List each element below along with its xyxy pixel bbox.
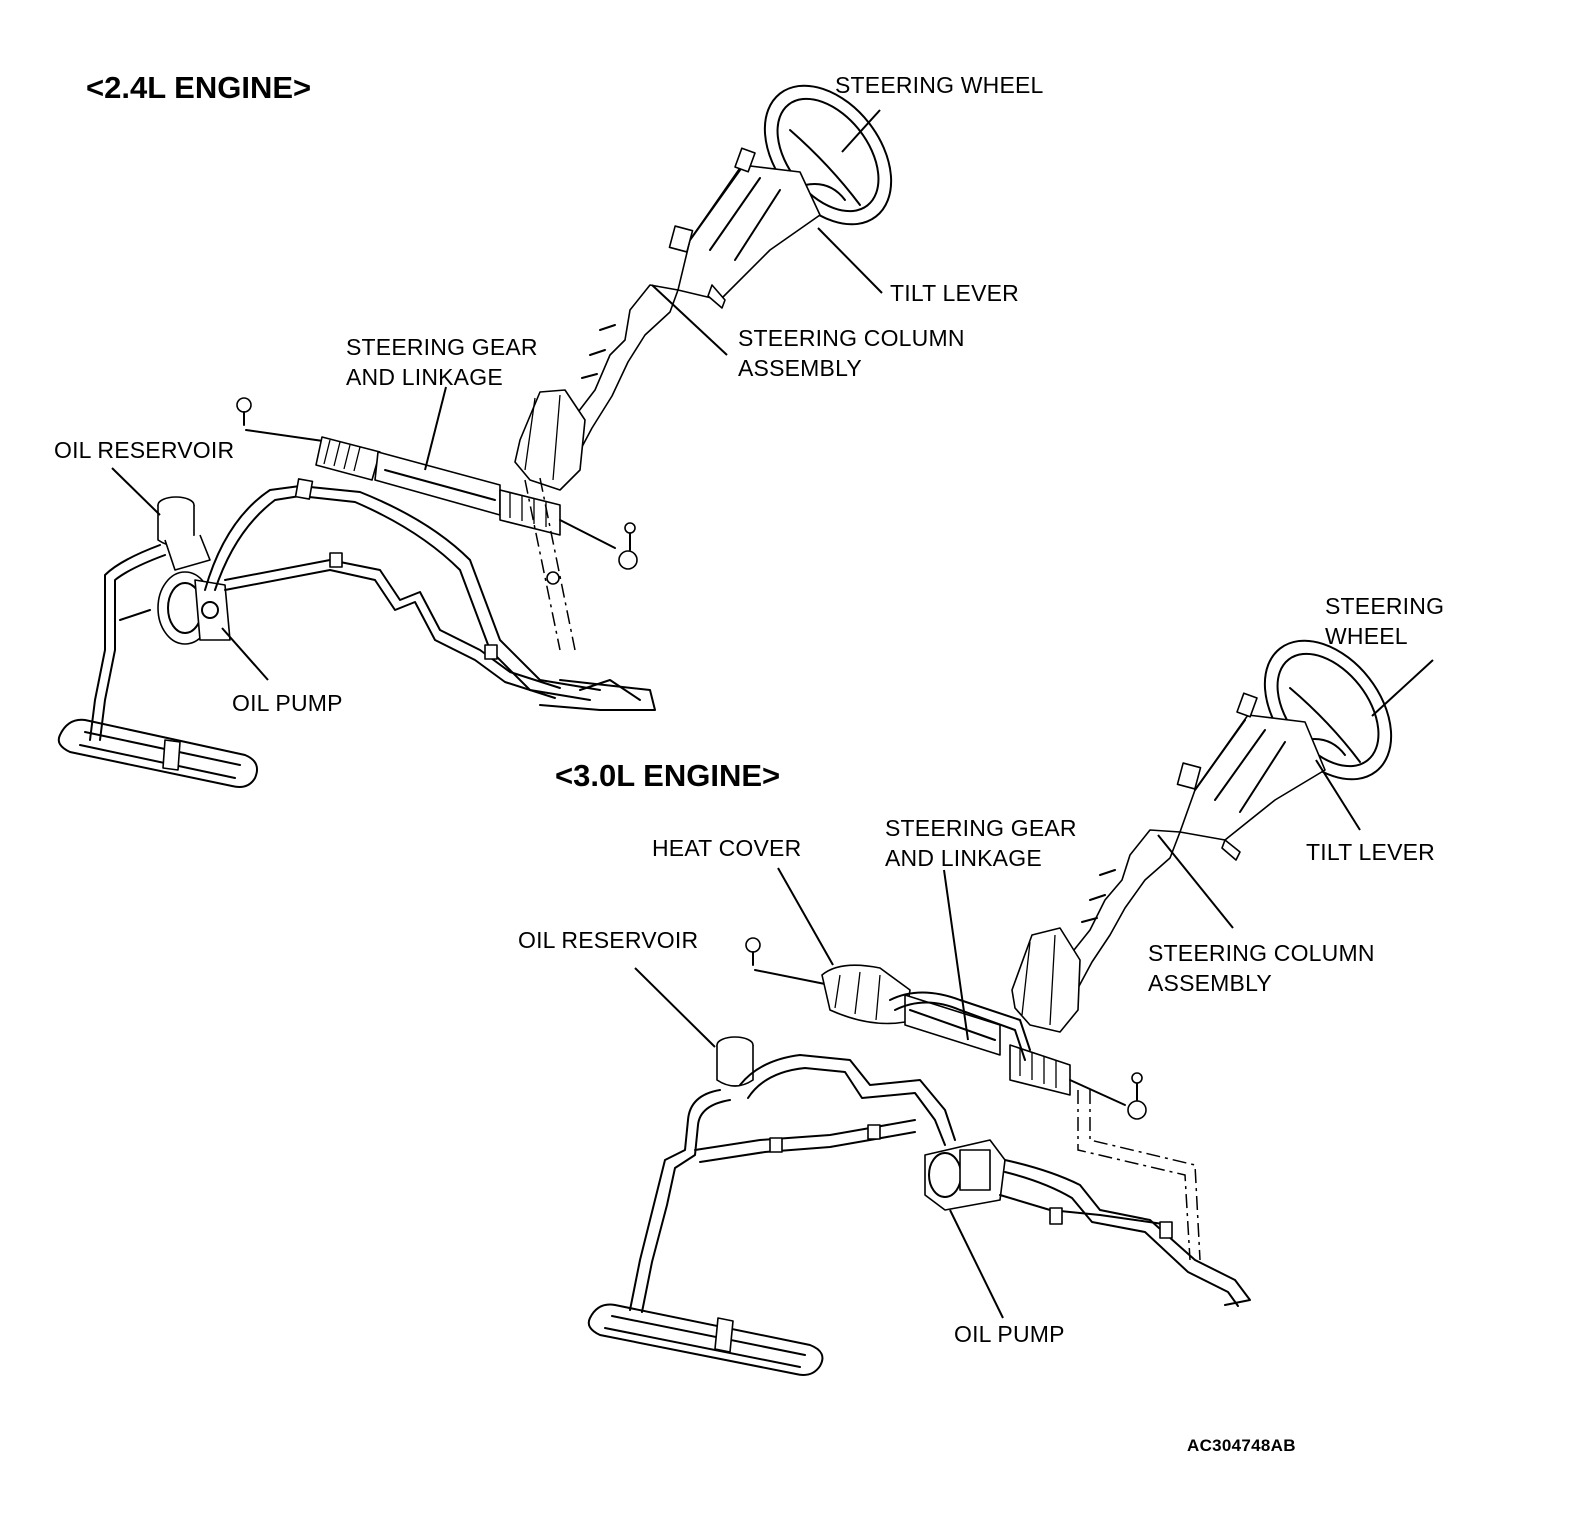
- label-oil-pump-2-4l: OIL PUMP: [232, 690, 343, 716]
- label-tilt-lever-2-4l: TILT LEVER: [890, 280, 1019, 306]
- title-2-4l-engine: <2.4L ENGINE>: [86, 70, 312, 105]
- label-steering-column-3-0l-line2: ASSEMBLY: [1148, 970, 1272, 996]
- steering-gear-3-0l: [746, 938, 1200, 1260]
- label-tilt-lever-3-0l: TILT LEVER: [1306, 839, 1435, 865]
- hoses-2-4l: [90, 479, 655, 740]
- oil-pump-3-0l: [925, 1140, 1005, 1210]
- label-steering-gear-2-4l-line1: STEERING GEAR: [346, 334, 538, 360]
- hoses-3-0l: [630, 1055, 1250, 1312]
- diagram-2-4l: [59, 62, 917, 787]
- steering-column-2-4l: [560, 148, 820, 460]
- label-steering-gear-3-0l-line2: AND LINKAGE: [885, 845, 1042, 871]
- label-steering-wheel-3-0l-line2: WHEEL: [1325, 623, 1408, 649]
- label-oil-pump-3-0l: OIL PUMP: [954, 1321, 1065, 1347]
- title-3-0l-engine: <3.0L ENGINE>: [555, 758, 781, 793]
- steering-column-3-0l: [1062, 693, 1325, 988]
- label-steering-column-2-4l-line2: ASSEMBLY: [738, 355, 862, 381]
- column-boot-3-0l: [1012, 928, 1080, 1032]
- diagram-3-0l: [589, 617, 1433, 1375]
- label-steering-gear-2-4l-line2: AND LINKAGE: [346, 364, 503, 390]
- oil-reservoir-3-0l: [717, 1037, 753, 1086]
- heat-cover: [822, 965, 910, 1023]
- oil-cooler-2-4l: [59, 720, 257, 787]
- figure-code: AC304748AB: [1187, 1436, 1296, 1455]
- label-steering-wheel-2-4l: STEERING WHEEL: [835, 72, 1044, 98]
- oil-cooler-3-0l: [589, 1305, 823, 1375]
- label-oil-reservoir-2-4l: OIL RESERVOIR: [54, 437, 235, 463]
- oil-reservoir-2-4l: [158, 497, 210, 570]
- label-steering-column-3-0l-line1: STEERING COLUMN: [1148, 940, 1375, 966]
- label-steering-wheel-3-0l-line1: STEERING: [1325, 593, 1445, 619]
- column-boot-2-4l: [515, 390, 585, 490]
- label-steering-column-2-4l-line1: STEERING COLUMN: [738, 325, 965, 351]
- oil-pump-2-4l: [158, 572, 230, 644]
- steering-gear-2-4l: [237, 398, 637, 650]
- label-heat-cover: HEAT COVER: [652, 835, 802, 861]
- label-oil-reservoir-3-0l: OIL RESERVOIR: [518, 927, 699, 953]
- label-steering-gear-3-0l-line1: STEERING GEAR: [885, 815, 1077, 841]
